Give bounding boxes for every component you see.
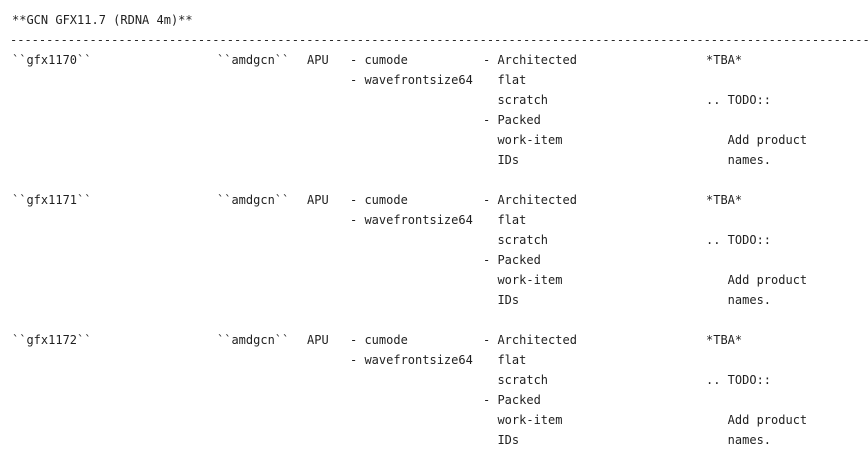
notes-cell: *TBA* .. TODO:: Add product names. xyxy=(706,53,808,167)
separator-line: ----------------------------------------… xyxy=(10,33,868,47)
table-row: ``gfx1171`` ``amdgcn`` APU - cumode - wa… xyxy=(0,190,868,310)
triple-cell: ``amdgcn`` xyxy=(217,193,290,207)
notes-cell: *TBA* .. TODO:: Add product names. xyxy=(706,193,808,307)
triple-cell: ``amdgcn`` xyxy=(217,53,290,67)
processor-type-cell: APU xyxy=(307,53,329,67)
processor-type-cell: APU xyxy=(307,333,329,347)
features-cell: - Architected flat scratch - Packed work… xyxy=(483,193,577,307)
modes-cell: - cumode - wavefrontsize64 xyxy=(350,53,473,87)
modes-cell: - cumode - wavefrontsize64 xyxy=(350,193,473,227)
modes-cell: - cumode - wavefrontsize64 xyxy=(350,333,473,367)
notes-cell: *TBA* .. TODO:: Add product names. xyxy=(706,333,808,447)
processor-type-cell: APU xyxy=(307,193,329,207)
table-row: ``gfx1172`` ``amdgcn`` APU - cumode - wa… xyxy=(0,330,868,450)
triple-cell: ``amdgcn`` xyxy=(217,333,290,347)
section-title: **GCN GFX11.7 (RDNA 4m)** xyxy=(12,13,193,27)
target-name-cell: ``gfx1171`` xyxy=(12,193,92,207)
features-cell: - Architected flat scratch - Packed work… xyxy=(483,333,577,447)
target-name-cell: ``gfx1170`` xyxy=(12,53,92,67)
features-cell: - Architected flat scratch - Packed work… xyxy=(483,53,577,167)
table-row: ``gfx1170`` ``amdgcn`` APU - cumode - wa… xyxy=(0,50,868,170)
target-name-cell: ``gfx1172`` xyxy=(12,333,92,347)
